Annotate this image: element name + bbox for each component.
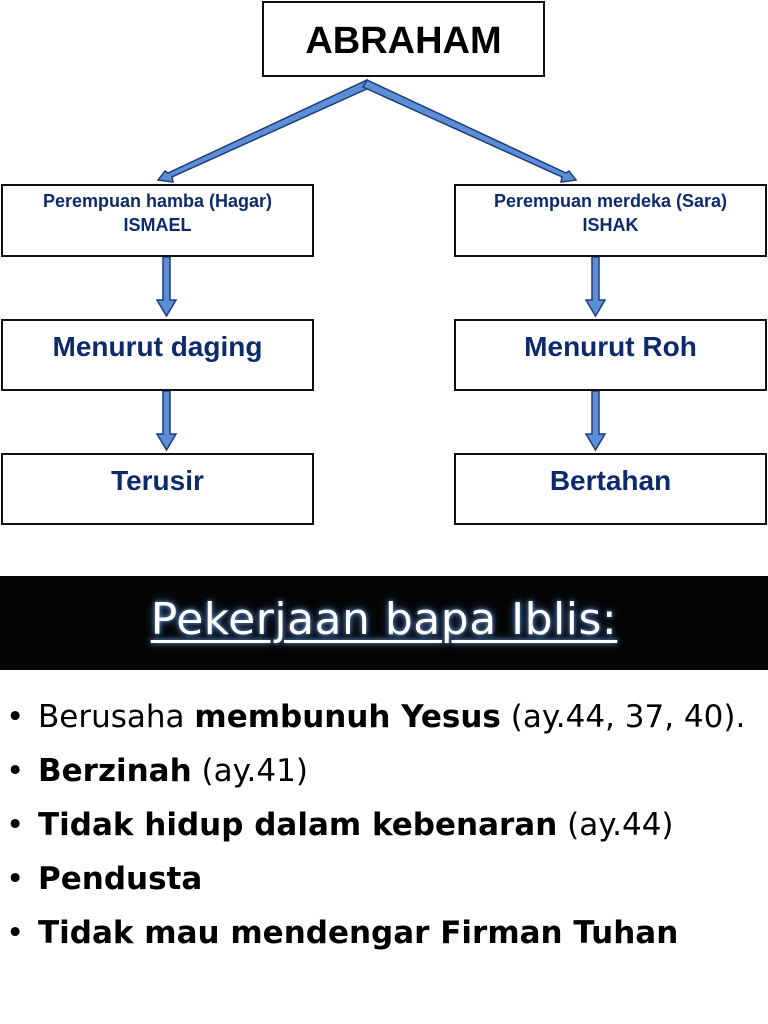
- node-sara-ishak: Perempuan merdeka (Sara) ISHAK: [454, 184, 767, 257]
- item-emphasis: Berzinah: [38, 753, 192, 789]
- list-item: • Tidak mau mendengar Firman Tuhan: [0, 912, 768, 954]
- banner-title: Pekerjaan bapa Iblis:: [150, 594, 618, 645]
- bullet-icon: •: [6, 807, 25, 843]
- item-reference: (ay.44, 37, 40).: [500, 699, 746, 735]
- node-terusir: Terusir: [1, 453, 314, 525]
- node-hagar-label: Perempuan hamba (Hagar): [42, 191, 273, 211]
- item-emphasis: Tidak hidup dalam kebenaran: [38, 807, 558, 843]
- item-emphasis: Pendusta: [38, 861, 203, 897]
- bullet-icon: •: [6, 915, 25, 951]
- works-list: • Berusaha membunuh Yesus (ay.44, 37, 40…: [0, 696, 768, 966]
- bullet-icon: •: [6, 699, 25, 735]
- arrow-root-to-left: [156, 79, 373, 183]
- item-emphasis: Tidak mau mendengar Firman Tuhan: [38, 915, 679, 951]
- node-bertahan: Bertahan: [454, 453, 767, 525]
- node-menurut-daging: Menurut daging: [1, 319, 314, 391]
- list-item: • Berusaha membunuh Yesus (ay.44, 37, 40…: [0, 696, 768, 738]
- node-menurut-roh: Menurut Roh: [454, 319, 767, 391]
- node-ismael-label: ISMAEL: [123, 215, 192, 235]
- list-item: • Tidak hidup dalam kebenaran (ay.44): [0, 804, 768, 846]
- arrow-right-origin-to-nature: [584, 256, 607, 318]
- diagram-arrows: [155, 79, 607, 452]
- list-item: • Pendusta: [0, 858, 768, 900]
- arrow-left-origin-to-nature: [155, 256, 178, 318]
- section-banner: Pekerjaan bapa Iblis:: [0, 576, 768, 670]
- item-reference: (ay.41): [191, 753, 308, 789]
- item-emphasis: membunuh Yesus: [194, 699, 501, 735]
- arrow-right-nature-to-outcome: [584, 390, 607, 452]
- list-item: • Berzinah (ay.41): [0, 750, 768, 792]
- arrow-left-nature-to-outcome: [155, 390, 178, 452]
- item-text: Berusaha: [38, 699, 195, 735]
- bullet-icon: •: [6, 861, 25, 897]
- node-sara-label: Perempuan merdeka (Sara): [493, 191, 728, 211]
- bullet-icon: •: [6, 753, 25, 789]
- root-node-abraham: ABRAHAM: [262, 1, 545, 77]
- node-ishak-label: ISHAK: [582, 215, 639, 235]
- item-reference: (ay.44): [557, 807, 674, 843]
- arrow-root-to-right: [361, 79, 578, 183]
- node-hagar-ismael: Perempuan hamba (Hagar) ISMAEL: [1, 184, 314, 257]
